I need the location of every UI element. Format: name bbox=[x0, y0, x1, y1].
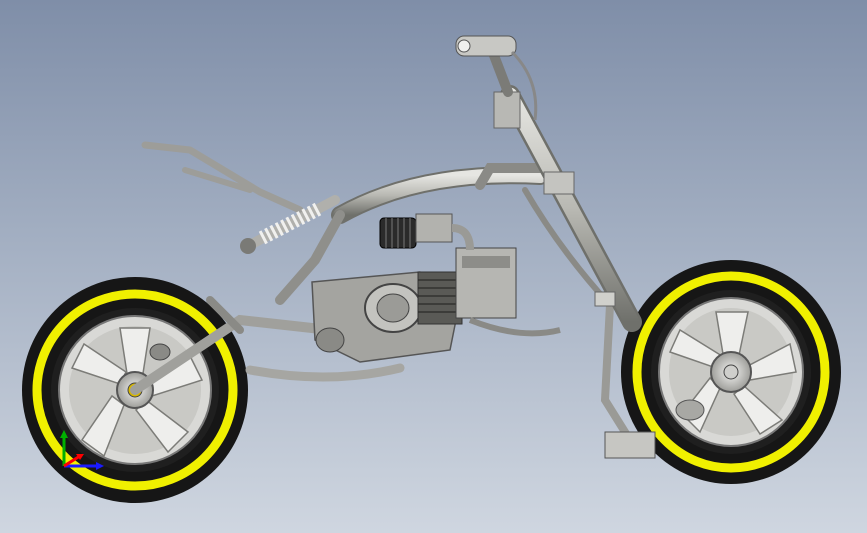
front-fork[interactable] bbox=[493, 85, 642, 332]
front-axle-bracket[interactable] bbox=[604, 431, 656, 459]
exhaust-pipe[interactable] bbox=[468, 317, 561, 337]
handlebar[interactable] bbox=[455, 35, 538, 121]
z-axis bbox=[63, 454, 81, 468]
rear-shock[interactable] bbox=[240, 195, 340, 254]
engine[interactable] bbox=[311, 247, 517, 363]
rear-rim-stripe bbox=[32, 289, 238, 491]
front-wheel[interactable] bbox=[621, 260, 841, 484]
front-rim-stripe bbox=[632, 271, 830, 473]
air-filter[interactable] bbox=[379, 213, 474, 251]
axis-triad-icon bbox=[60, 430, 104, 470]
